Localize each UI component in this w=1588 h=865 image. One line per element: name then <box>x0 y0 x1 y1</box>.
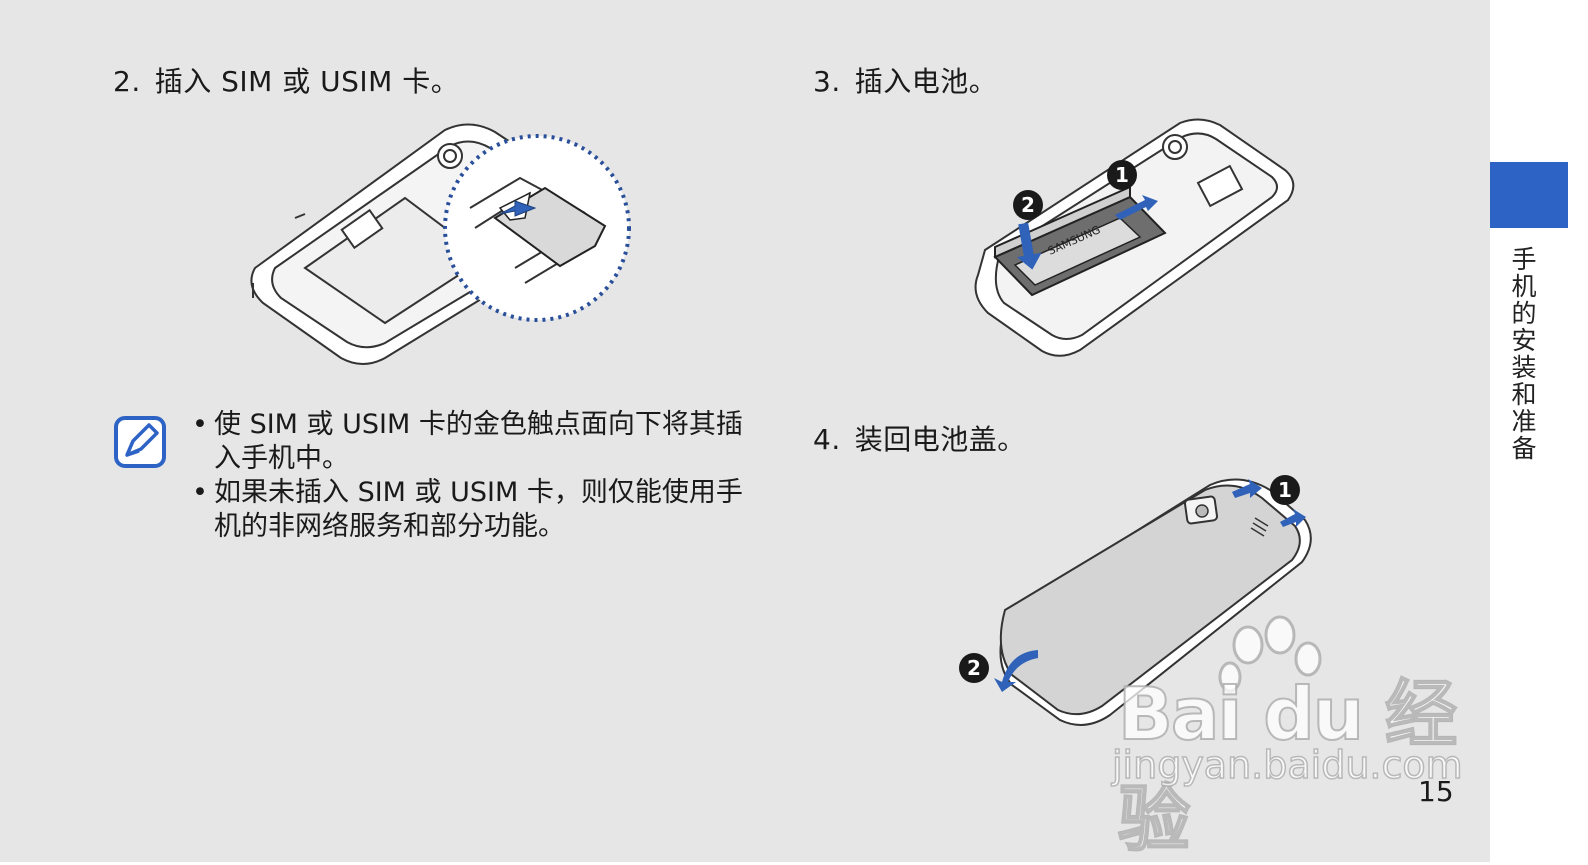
step-4-text: 装回电池盖。 <box>854 423 1026 456</box>
sim-insert-illustration <box>250 123 631 365</box>
step-3-number: 3. <box>813 65 841 98</box>
step-3-text: 插入电池。 <box>854 65 998 98</box>
chapter-label: 手机的安装和准备 <box>1508 246 1537 462</box>
step-4-title: 4. 装回电池盖。 <box>813 418 1026 458</box>
battery-insert-illustration: SAMSUNG 1 2 <box>974 118 1295 357</box>
callout-1-marker: 1 <box>1107 160 1137 190</box>
callout-2-marker: 2 <box>959 653 989 683</box>
page-number: 15 <box>1418 775 1454 808</box>
svg-text:2: 2 <box>967 656 981 680</box>
svg-text:1: 1 <box>1115 163 1129 187</box>
callout-2-marker: 2 <box>1013 190 1043 220</box>
step-4-number: 4. <box>813 423 841 456</box>
note-bullet-item: 使 SIM 或 USIM 卡的金色触点面向下将其插入手机中。 <box>190 408 750 476</box>
watermark-logo-text: Bai du 经验 <box>1117 671 1458 862</box>
svg-text:2: 2 <box>1021 193 1035 217</box>
step-2-number: 2. <box>113 65 141 98</box>
note-bullet-item: 如果未插入 SIM 或 USIM 卡，则仅能使用手机的非网络服务和部分功能。 <box>190 476 750 544</box>
step-2-text: 插入 SIM 或 USIM 卡。 <box>154 65 460 98</box>
note-bullet-list: 使 SIM 或 USIM 卡的金色触点面向下将其插入手机中。 如果未插入 SIM… <box>190 408 750 544</box>
paw-logo-icon <box>1218 615 1322 693</box>
battery-cover-illustration: 1 2 <box>959 475 1312 726</box>
chapter-tab-marker <box>1490 162 1568 228</box>
step-3-title: 3. 插入电池。 <box>813 60 997 100</box>
manual-page: 2. 插入 SIM 或 USIM 卡。 使 SIM 或 USIM 卡的金色触点面向… <box>0 0 1490 862</box>
callout-1-marker: 1 <box>1270 475 1300 505</box>
step-2-title: 2. 插入 SIM 或 USIM 卡。 <box>113 60 459 100</box>
svg-text:1: 1 <box>1278 478 1292 502</box>
baidu-jingyan-watermark: Bai du 经验 jingyan.baidu.com <box>1100 615 1480 862</box>
watermark-url: jingyan.baidu.com <box>1111 742 1463 788</box>
note-pencil-icon <box>114 416 166 468</box>
